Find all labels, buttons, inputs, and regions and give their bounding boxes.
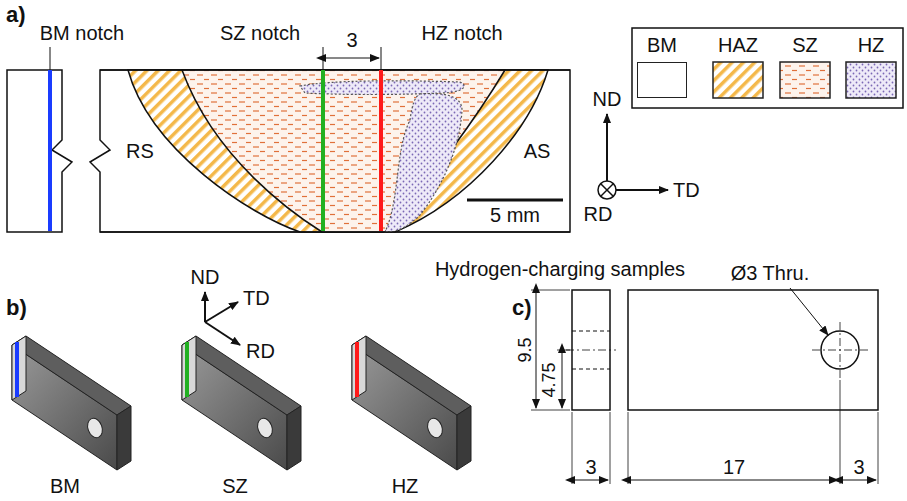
legend-text: SZ (792, 34, 818, 57)
axis-label: TD (673, 179, 700, 202)
dimension-label: 4.75 (539, 362, 559, 397)
side-label: AS (524, 140, 551, 163)
legend-text: HAZ (718, 34, 758, 57)
axis-label: ND (593, 88, 622, 111)
axis-label: RD (246, 340, 275, 363)
axis-label: ND (191, 266, 220, 289)
legend-swatch (637, 62, 687, 98)
figure-heading: Hydrogen-charging samples (435, 258, 685, 281)
scale-label: 5 mm (488, 204, 542, 227)
axis-label: TD (243, 287, 270, 310)
dimension-label: 3 (585, 456, 596, 479)
sample-label: HZ (392, 475, 419, 498)
notch-label: SZ notch (220, 22, 300, 45)
sample-label: SZ (222, 475, 248, 498)
legend-text: HZ (858, 34, 885, 57)
axis-label: RD (584, 203, 613, 226)
panel-letter: b) (6, 296, 27, 319)
dimension-label: 3 (346, 29, 357, 52)
notch-label: BM notch (40, 22, 124, 45)
dimension-label: 3 (853, 456, 864, 479)
panel-letter: a) (6, 3, 26, 26)
dimension-label: 9.5 (515, 337, 535, 362)
dimension-label: Ø3 Thru. (731, 262, 810, 285)
notch-label: HZ notch (421, 22, 502, 45)
panel-letter: c) (512, 296, 532, 319)
legend-text: BM (647, 34, 677, 57)
dimension-label: 17 (723, 456, 745, 479)
sample-label: BM (50, 475, 80, 498)
side-label: RS (126, 140, 154, 163)
